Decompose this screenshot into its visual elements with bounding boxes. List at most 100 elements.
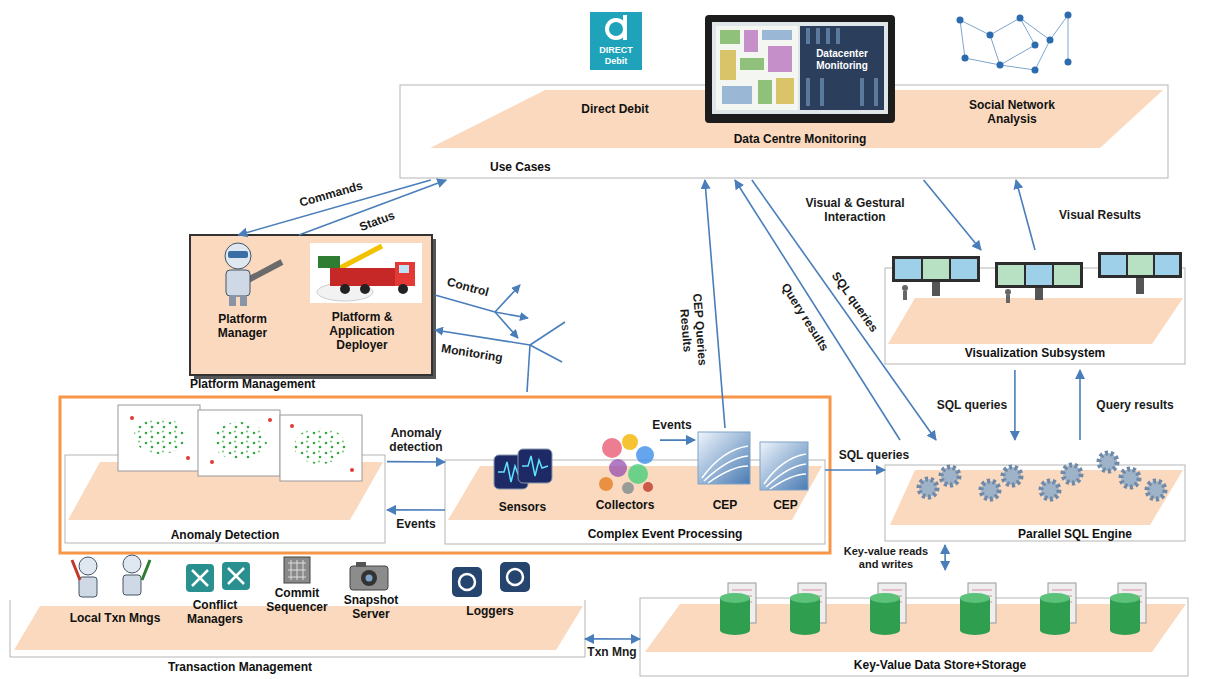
cep-icon [698,432,750,484]
txn-robot-icon [72,555,150,597]
node-label: Key-Value Data Store+Storage [790,658,1090,672]
component-icon: Platform & Application Deployer [300,240,425,368]
video-wall-icon [1101,255,1126,275]
collector-icon [609,459,627,477]
monitor-picture [716,26,798,110]
component-icon: Platform Manager [200,240,285,348]
scatter-plot [290,424,294,428]
control-monitoring-arrows [495,312,518,338]
control-monitoring-arrows [527,345,530,392]
null [1050,15,1068,40]
deployer-truck-icon [398,284,408,294]
video-wall-icon [1005,289,1011,295]
component-icon: Local Txn Mngs [65,553,165,628]
component-icon: Conflict Managers [172,562,258,628]
camera-icon [361,570,377,586]
platform-box: Platform ManagementPlatform ManagerPlatf… [190,235,432,393]
null [960,15,1068,70]
robot-icon [225,243,251,269]
node-label: Platform & Application Deployer [317,310,407,352]
sensor-icon [494,449,552,489]
deployer-truck-icon [399,265,409,273]
monitor-picture [826,28,830,44]
orange-highlight [60,397,830,553]
logger-icon [452,562,530,597]
connector-arrow [387,509,445,511]
video-wall-icon [903,291,907,300]
txn-robot-icon [142,560,150,580]
monitor-picture [744,30,758,52]
connector-arrow [1016,180,1035,250]
monitor-picture [740,58,764,70]
collector-icon [643,482,653,492]
monitor-picture [806,28,810,44]
null [1032,42,1039,49]
layer-band: Transaction Management Local Txn Mngs Conf… [10,550,585,677]
video-wall-icon [1098,252,1182,278]
robot-icon [225,243,282,306]
null [1017,15,1024,22]
edge-label: Query results [1092,398,1178,412]
key-value-frame [640,598,1188,676]
node-label: Sensors [490,500,555,514]
null [957,17,964,24]
connector-arrow [944,545,946,570]
database-cylinder [1110,593,1140,603]
node-label: Visualization Subsystem [935,346,1135,360]
scatter-plot [210,460,214,464]
deployer-truck-icon [340,284,350,294]
sequencer-chip-icon [288,560,306,580]
gear-icon [941,467,959,485]
monitor-picture [816,28,820,44]
visualization-frame [888,298,1183,344]
monitor-picture [712,22,888,114]
edge-label: Visual & Gestural Interaction [799,196,911,224]
edge-label: Query results [776,276,835,358]
conflict-icon [192,570,208,586]
monitor-picture [720,50,736,80]
monitor-picture [720,30,740,44]
node-label: Complex Event Processing [565,527,765,541]
monitor-picture [705,15,895,123]
monitor-picture [758,80,772,104]
connector-arrow [752,180,936,440]
null [1000,65,1035,70]
monitor-picture [705,15,895,123]
null [997,62,1004,69]
scatter-plot [350,468,354,472]
use-case-item: Direct Debit [580,10,650,135]
cep-icon [764,454,806,489]
node-label: Local Txn Mngs [65,611,165,625]
conflict-icon [222,562,250,590]
gear-icon [1003,467,1021,485]
camera-icon [366,575,373,582]
connector-arrow [705,180,725,428]
social-network-picture [950,8,1075,82]
robot-icon [228,251,248,258]
monitor-picture [874,78,878,106]
edge-label: Commands [294,177,367,210]
scatter-plot [134,418,186,454]
deployer-truck-icon [340,246,382,268]
txn-robot-icon [79,557,97,575]
video-wall-icon [923,259,949,279]
layer-band: Complex Event Processing Sensors Collector… [445,425,825,545]
database-cylinder [1040,625,1070,635]
control-monitoring-arrows [530,322,565,345]
gear-icon [1099,453,1117,471]
sequencer-chip-icon [284,557,310,583]
logger-icon [507,569,523,585]
node-label: Commit Sequencer [262,586,332,614]
layer-band: Key-Value Data Store+Storage [640,570,1188,677]
node-label: CEP [695,498,755,512]
txn-robot-icon [72,560,80,580]
node-label: Collectors [590,498,660,512]
gear-icon [919,453,1165,499]
null [990,35,1000,65]
scatter-plot [118,405,362,481]
connector-arrow [825,469,885,471]
node-label: Transaction Management [140,660,340,674]
database-cylinder [960,625,990,635]
database-cylinder [1040,593,1070,603]
